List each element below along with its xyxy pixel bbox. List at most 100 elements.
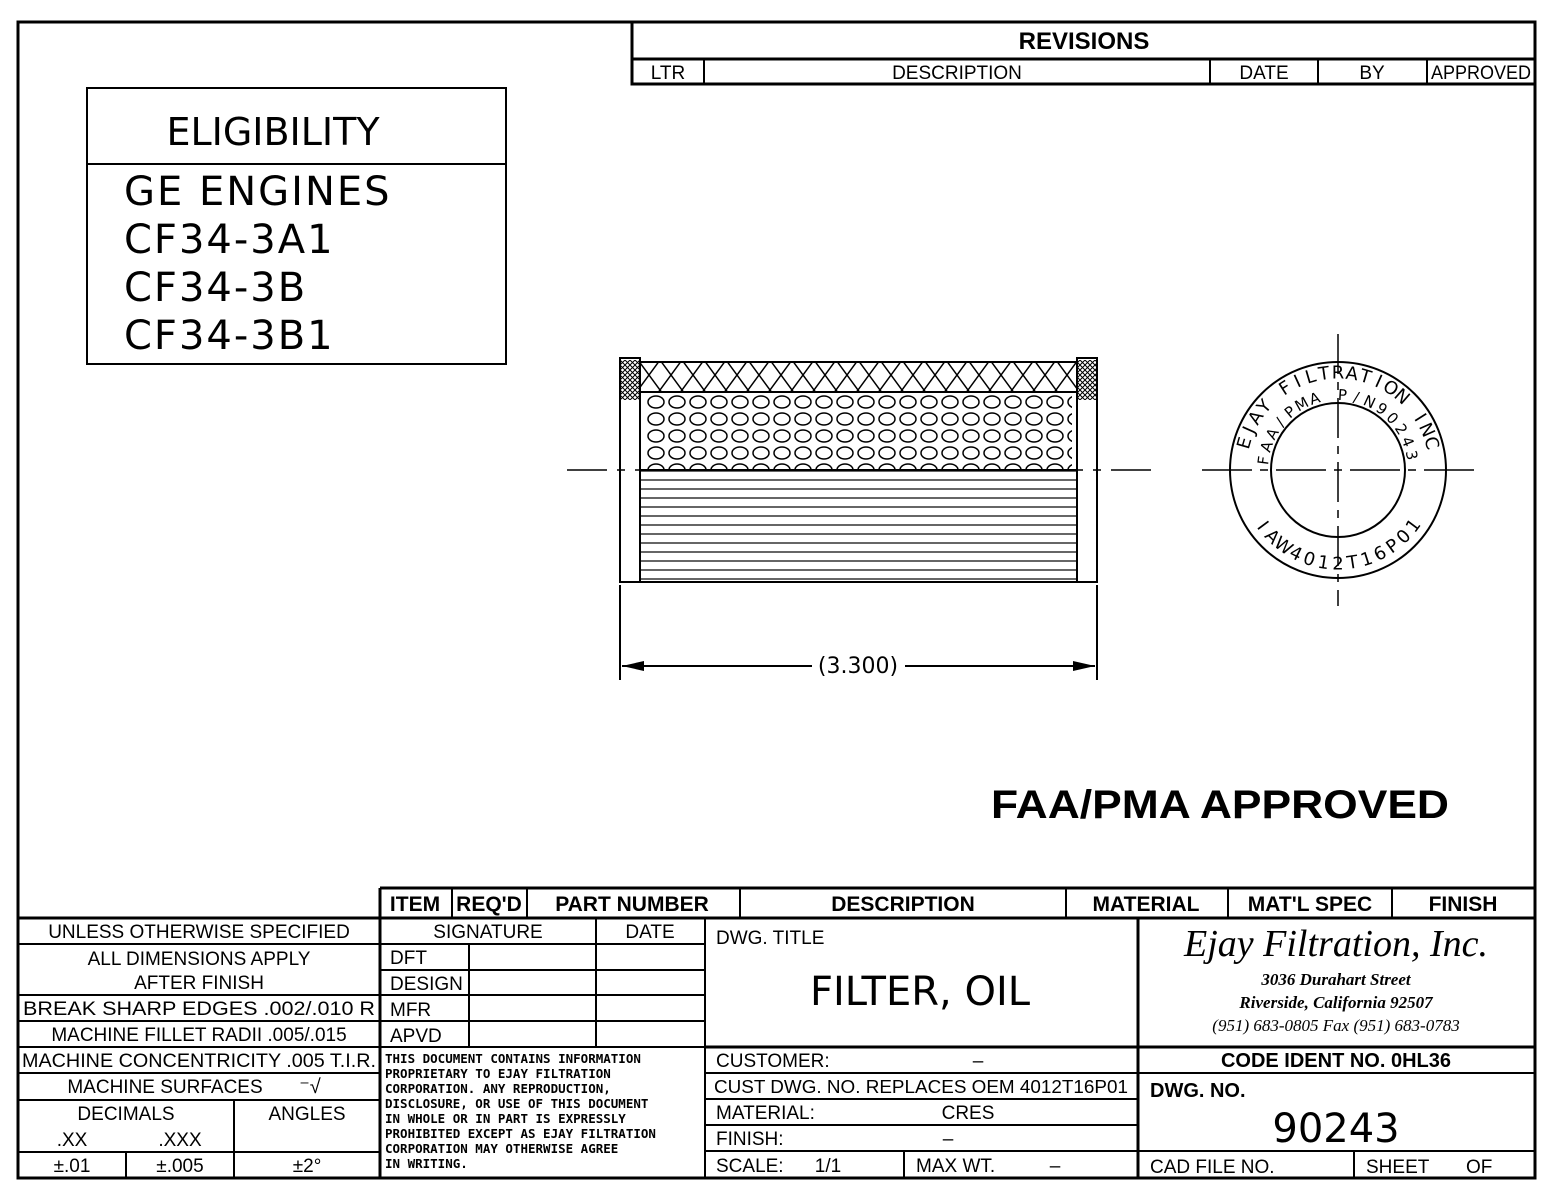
notice-line: CORPORATION. ANY REPRODUCTION, [385,1081,611,1096]
marking-character: 2 [1332,554,1343,575]
rev-col-date: DATE [1239,63,1288,84]
angle-tolerance: ±2° [293,1156,322,1177]
title-block-right: Ejay Filtration, Inc. 3036 Durahart Stre… [1150,923,1492,1178]
marking-character: A [1344,363,1360,386]
marking-character: E [1233,435,1256,452]
rev-col-ltr: LTR [651,63,685,84]
marking-character: R [1332,363,1345,384]
sheet-of-label: OF [1466,1157,1492,1178]
date-header: DATE [625,922,674,943]
col-reqd: REQ'D [456,893,522,916]
marking-character: T [1316,363,1332,386]
col-matl-spec: MAT'L SPEC [1248,893,1372,916]
rev-col-by: BY [1359,63,1385,84]
marking-character: 4 [1397,434,1417,450]
signature-row-apvd: APVD [390,1026,442,1047]
notice-line: PROPRIETARY TO EJAY FILTRATION [385,1066,611,1081]
parts-list-header: ITEM REQ'D PART NUMBER DESCRIPTION MATER… [18,886,1535,1178]
scale-label: SCALE: [716,1156,784,1177]
max-wt-label: MAX WT. [916,1156,995,1177]
finish-value: – [943,1129,954,1150]
filter-side-view [567,357,1152,583]
revisions-title: REVISIONS [1019,28,1150,55]
fillet-radii: MACHINE FILLET RADII .005/.015 [51,1025,346,1046]
tolerance-header: UNLESS OTHERWISE SPECIFIED [48,922,350,943]
machine-surfaces: MACHINE SURFACES [67,1077,262,1098]
notice-line: PROHIBITED EXCEPT AS EJAY FILTRATION [385,1126,656,1141]
angles-label: ANGLES [268,1104,345,1125]
col-item: ITEM [390,893,440,916]
dwg-no: 90243 [1272,1106,1399,1152]
concentricity: MACHINE CONCENTRICITY .005 T.I.R. [22,1051,376,1072]
notice-line: THIS DOCUMENT CONTAINS INFORMATION [385,1051,641,1066]
marking-character: T [1356,365,1374,389]
dimension-text: (3.300) [818,654,898,679]
marking-character: 3 [1402,449,1422,462]
eligibility-box: ELIGIBILITY GE ENGINES CF34-3A1 CF34-3B … [86,87,507,365]
signature-header: SIGNATURE [433,922,542,943]
col-material: MATERIAL [1093,893,1200,916]
col-part-number: PART NUMBER [555,893,709,916]
max-wt-value: – [1050,1156,1061,1177]
marking-character: P [1337,386,1347,405]
marking-character: A [1262,424,1283,442]
revisions-table: REVISIONS LTR DESCRIPTION DATE BY APPROV… [630,22,1535,86]
eligibility-title: ELIGIBILITY [166,110,380,154]
signature-row-design: DESIGN [390,974,463,995]
dwg-no-label: DWG. NO. [1150,1080,1246,1102]
eligibility-line: CF34-3B1 [124,313,335,359]
scale-value: 1/1 [815,1156,841,1177]
marking-character: T [1345,552,1361,575]
drawing-border [16,20,1537,1180]
marking-character: F [1275,377,1295,400]
cust-dwg-no: CUST DWG. NO. REPLACES OEM 4012T16P01 [714,1076,1128,1097]
signature-row-mfr: MFR [390,1000,431,1021]
company-address-street: 3036 Durahart Street [1260,970,1412,989]
tolerance-block: UNLESS OTHERWISE SPECIFIED ALL DIMENSION… [18,922,380,1178]
marking-character: C [1419,434,1443,452]
marking-character: 1 [1316,552,1331,575]
xx-tolerance: ±.01 [54,1156,91,1177]
tolerance-apply-line2: AFTER FINISH [134,973,264,994]
rev-col-description: DESCRIPTION [892,63,1022,84]
break-sharp-edges: BREAK SHARP EDGES .002/.010 R [23,999,375,1020]
eligibility-line: GE ENGINES [124,169,392,215]
rev-col-approved: APPROVED [1431,63,1531,84]
notice-line: DISCLOSURE, OR USE OF THIS DOCUMENT [385,1096,648,1111]
marking-character: F [1254,455,1273,466]
eligibility-line: CF34-3A1 [124,217,335,263]
dwg-title-label: DWG. TITLE [716,928,824,949]
col-finish: FINISH [1429,893,1498,916]
marking-character: I [1291,371,1305,392]
notice-line: IN WHOLE OR IN PART IS EXPRESSLY [385,1111,626,1126]
signature-row-dft: DFT [390,948,427,969]
sheet-label: SHEET [1366,1157,1430,1178]
xx-label: .XX [57,1130,88,1151]
eligibility-line: CF34-3B [124,265,307,311]
signature-block: SIGNATURE DATE DFT DESIGN MFR APVD [380,918,706,1178]
company-address-city: Riverside, California 92507 [1238,993,1434,1012]
customer-label: CUSTOMER: [716,1051,830,1072]
material-label: MATERIAL: [716,1103,815,1124]
proprietary-notice: THIS DOCUMENT CONTAINS INFORMATION PROPR… [385,1051,656,1171]
code-ident: CODE IDENT NO. 0HL36 [1221,1050,1451,1072]
dwg-title: FILTER, OIL [810,969,1031,1015]
material-value: CRES [942,1103,995,1124]
company-phone: (951) 683-0805 Fax (951) 683-0783 [1212,1016,1459,1035]
decimals-label: DECIMALS [77,1104,174,1125]
customer-value: – [973,1051,984,1072]
notice-line: IN WRITING. [385,1156,468,1171]
title-block-middle: DWG. TITLE FILTER, OIL CUSTOMER: – CUST … [705,918,1535,1178]
notice-line: CORPORATION MAY OTHERWISE AGREE [385,1141,618,1156]
surface-finish-symbol: ⁻√ [299,1076,321,1098]
length-dimension: (3.300) [619,585,1098,680]
finish-label: FINISH: [716,1129,784,1150]
col-description: DESCRIPTION [831,893,975,916]
marking-character: / [1352,388,1362,407]
faa-pma-approved-label: FAA/PMA APPROVED [991,783,1449,827]
company-name: Ejay Filtration, Inc. [1183,923,1488,965]
cad-file-no: CAD FILE NO. [1150,1157,1275,1178]
